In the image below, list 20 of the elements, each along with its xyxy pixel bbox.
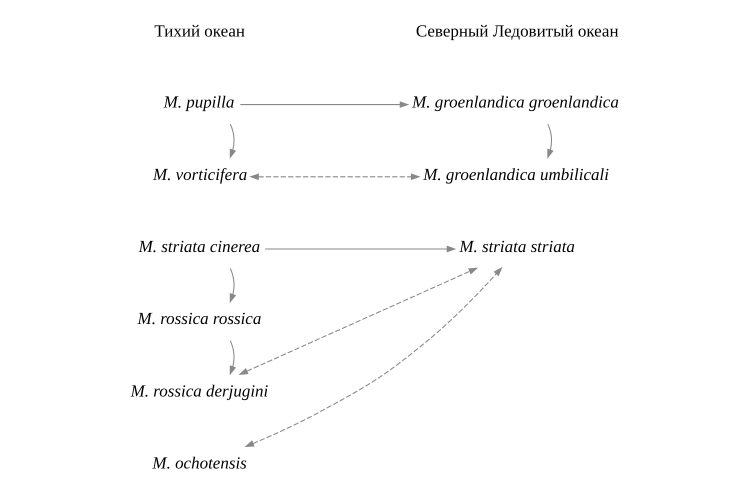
node-text: M. striata striata bbox=[458, 236, 574, 256]
node-text: M. rossica rossica bbox=[137, 308, 261, 328]
node-text: M. pupilla bbox=[163, 92, 234, 112]
node-text: M. vorticifera bbox=[152, 164, 247, 184]
arrow bbox=[229, 340, 236, 375]
arrow bbox=[229, 268, 236, 303]
node-text: M. ochotensis bbox=[152, 453, 246, 472]
node-text: M. striata cinerea bbox=[138, 236, 260, 256]
node-text: M. rossica derjugini bbox=[130, 380, 268, 400]
arrow bbox=[238, 267, 478, 374]
arrow bbox=[546, 123, 554, 158]
label: Тихий океан bbox=[154, 20, 245, 40]
node-text: M. groenlandica groenlandica bbox=[412, 92, 618, 112]
label: Северный Ледовитый океан bbox=[415, 20, 618, 40]
node-text: M. groenlandica umbilicali bbox=[422, 164, 608, 184]
arrow bbox=[240, 100, 409, 108]
arrow bbox=[229, 123, 236, 158]
arrow bbox=[248, 172, 420, 180]
arrow bbox=[244, 266, 502, 447]
arrow bbox=[264, 245, 456, 252]
